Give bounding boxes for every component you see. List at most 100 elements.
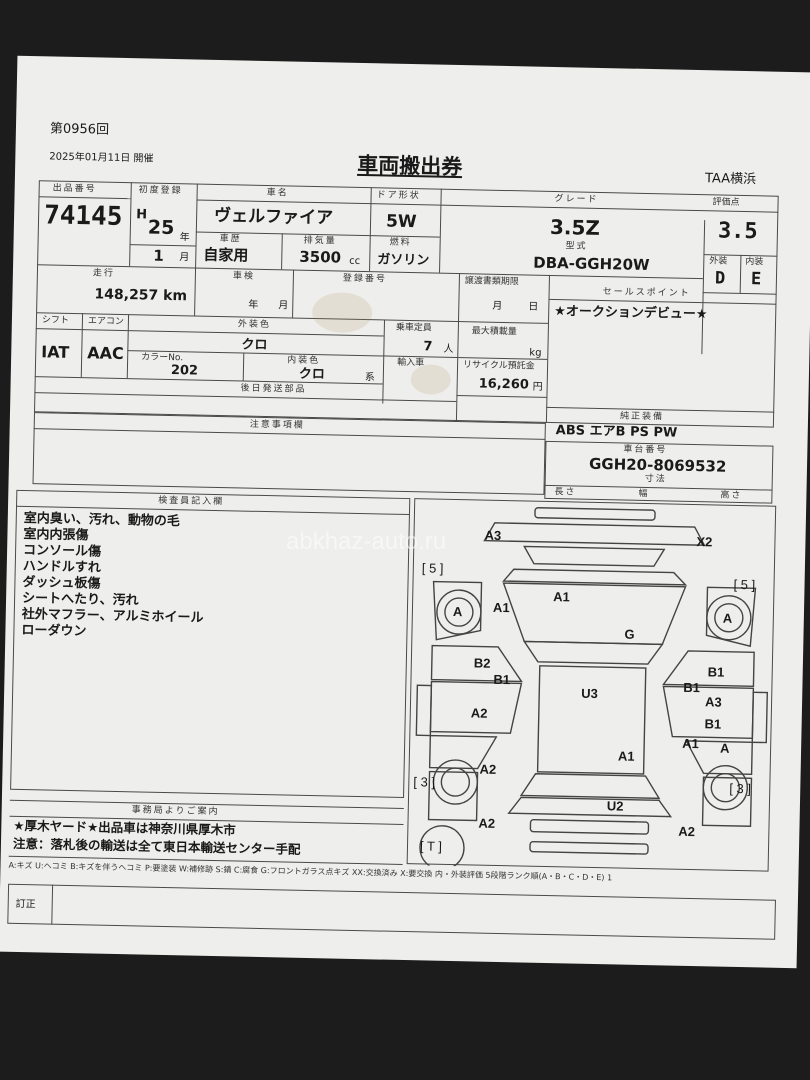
mark-a3-right: A3 bbox=[704, 694, 722, 710]
watermark: abkhaz-auto.ru bbox=[286, 528, 447, 555]
displacement-unit: cc bbox=[349, 255, 361, 267]
mark-b1-left: B1 bbox=[493, 671, 511, 688]
auction-house: TAA横浜 bbox=[704, 171, 757, 188]
color-no-label: カラーNo. bbox=[141, 352, 184, 364]
air-conditioner: AAC bbox=[87, 343, 124, 364]
car-outline bbox=[415, 507, 769, 871]
ac-label: エアコン bbox=[87, 316, 125, 328]
transfer-month: 月 bbox=[492, 300, 503, 312]
inspection-month: 月 bbox=[278, 300, 289, 312]
caution-label: 注意事項欄 bbox=[249, 419, 305, 431]
session-number: 第0956回 bbox=[49, 121, 110, 138]
displacement: 3500 bbox=[299, 247, 342, 267]
int-color: クロ bbox=[298, 366, 326, 383]
history-label: 車歴 bbox=[219, 234, 242, 245]
mark-a-front-left-wheel: A bbox=[452, 603, 463, 620]
note-line: 社外マフラー、アルミホイール bbox=[21, 606, 204, 626]
document-title: 車両搬出券 bbox=[357, 152, 463, 180]
inspection-label: 車検 bbox=[232, 271, 256, 282]
grade-label: グレード bbox=[554, 194, 599, 205]
inspector-label: 検査員記入欄 bbox=[158, 495, 225, 508]
int-grade: E bbox=[750, 269, 762, 290]
office-label: 事務局よりご案内 bbox=[131, 805, 220, 818]
name-label: 車名 bbox=[266, 187, 289, 199]
mark-a1-hood: A1 bbox=[553, 589, 571, 605]
mark-bracket-5-left: [ 5 ] bbox=[421, 560, 444, 576]
note-line: 室内臭い、汚れ、動物の毛 bbox=[23, 510, 181, 530]
auction-date: 2025年01月11日 開催 bbox=[49, 151, 154, 165]
auction-sheet: 第0956回 2025年01月11日 開催 車両搬出券 TAA横浜 出品番号 7… bbox=[0, 55, 810, 969]
reg-year: 25 bbox=[147, 216, 175, 240]
mark-x2-top: X2 bbox=[696, 534, 713, 550]
recycle-label: リサイクル預託金 bbox=[462, 360, 535, 372]
load-unit: kg bbox=[529, 347, 542, 359]
color-number: 202 bbox=[170, 363, 199, 379]
ext-color: クロ bbox=[241, 337, 268, 354]
first-reg-label: 初度登録 bbox=[138, 185, 183, 197]
int-grade-label: 内装 bbox=[745, 257, 764, 268]
mark-a2-left: A2 bbox=[470, 705, 488, 721]
mark-a2-rear-left: A2 bbox=[479, 761, 497, 777]
door-type: 5W bbox=[385, 211, 417, 233]
mark-a3-top: A3 bbox=[484, 527, 502, 543]
model: DBA-GGH20W bbox=[533, 253, 650, 275]
note-line: シートへたり、汚れ bbox=[21, 590, 139, 609]
inspector-notes: 室内臭い、汚れ、動物の毛 室内内張傷 コンソール傷 ハンドルすれ ダッシュ板傷 … bbox=[17, 56, 810, 639]
mark-u3-roof: U3 bbox=[581, 685, 599, 702]
score: 3.5 bbox=[717, 218, 758, 245]
capacity-unit: 人 bbox=[443, 343, 454, 355]
height-label: 高さ bbox=[720, 490, 743, 502]
fuel-label: 燃料 bbox=[389, 237, 412, 249]
transfer-label: 譲渡書類期限 bbox=[464, 276, 519, 288]
grade: 3.5Z bbox=[549, 214, 601, 240]
note-line: ダッシュ板傷 bbox=[22, 574, 101, 592]
office-line-1: ★厚木ヤード★出品車は神奈川県厚木市 bbox=[13, 817, 236, 838]
mark-g-windshield: G bbox=[624, 626, 635, 642]
later-parts-label: 後日発送部品 bbox=[240, 383, 307, 395]
mark-b1-right: B1 bbox=[707, 664, 725, 680]
mark-a1-rear: A1 bbox=[617, 748, 635, 764]
mark-spare-tire: [ T ] bbox=[419, 838, 443, 854]
chassis-label: 車台番号 bbox=[623, 444, 668, 456]
score-label: 評価点 bbox=[712, 197, 740, 208]
mark-a2-bottom-left: A2 bbox=[478, 815, 496, 831]
recycle-unit: 円 bbox=[532, 381, 543, 393]
recycle-fee: 16,260 bbox=[478, 376, 530, 393]
mark-u2-rear: U2 bbox=[606, 798, 624, 814]
width-label: 幅 bbox=[638, 488, 650, 500]
mileage-label: 走行 bbox=[92, 268, 116, 279]
capacity-label: 乗車定員 bbox=[395, 322, 432, 334]
mark-a1-left-front: A1 bbox=[492, 599, 510, 616]
mark-b1-right-3: B1 bbox=[704, 716, 722, 732]
mileage: 148,257 km bbox=[94, 286, 188, 305]
note-line: 室内内張傷 bbox=[23, 526, 89, 544]
correction-box bbox=[7, 883, 776, 940]
reg-month: 1 bbox=[153, 246, 164, 265]
mark-bracket-3-left: [ 3 ] bbox=[413, 774, 436, 790]
ext-grade-label: 外装 bbox=[709, 256, 728, 267]
month-unit: 月 bbox=[179, 252, 190, 264]
inspection-year: 年 bbox=[248, 299, 259, 311]
era: H bbox=[136, 207, 148, 223]
ext-color-label: 外装色 bbox=[237, 319, 272, 331]
capacity: 7 bbox=[423, 339, 433, 355]
mark-bracket-3-right: [ 3 ] bbox=[729, 780, 752, 797]
fuel: ガソリン bbox=[377, 252, 430, 269]
transfer-day: 日 bbox=[528, 301, 539, 313]
model-label: 型式 bbox=[565, 241, 588, 252]
lot-number: 74145 bbox=[43, 200, 123, 232]
int-color-label: 内装色 bbox=[287, 355, 321, 367]
lot-label: 出品番号 bbox=[52, 183, 97, 195]
mark-b2-left: B2 bbox=[473, 655, 491, 671]
ext-grade: D bbox=[714, 268, 726, 289]
sales-point-label: セールスポイント bbox=[602, 287, 691, 299]
reg-number-label: 登録番号 bbox=[342, 273, 387, 285]
equipment-label: 純正装備 bbox=[619, 411, 665, 423]
displacement-label: 排気量 bbox=[303, 235, 337, 247]
mark-bracket-5-right: [ 5 ] bbox=[733, 576, 756, 593]
note-line: ローダウン bbox=[21, 622, 87, 640]
equipment: ABS エアB PS PW bbox=[555, 423, 678, 441]
dimensions-label: 寸法 bbox=[644, 473, 667, 485]
damage-diagram: A3 X2 [ 5 ] [ 5 ] A A A1 A1 G B2 B1 B1 B… bbox=[406, 498, 777, 872]
correction-label: 訂正 bbox=[15, 898, 36, 911]
